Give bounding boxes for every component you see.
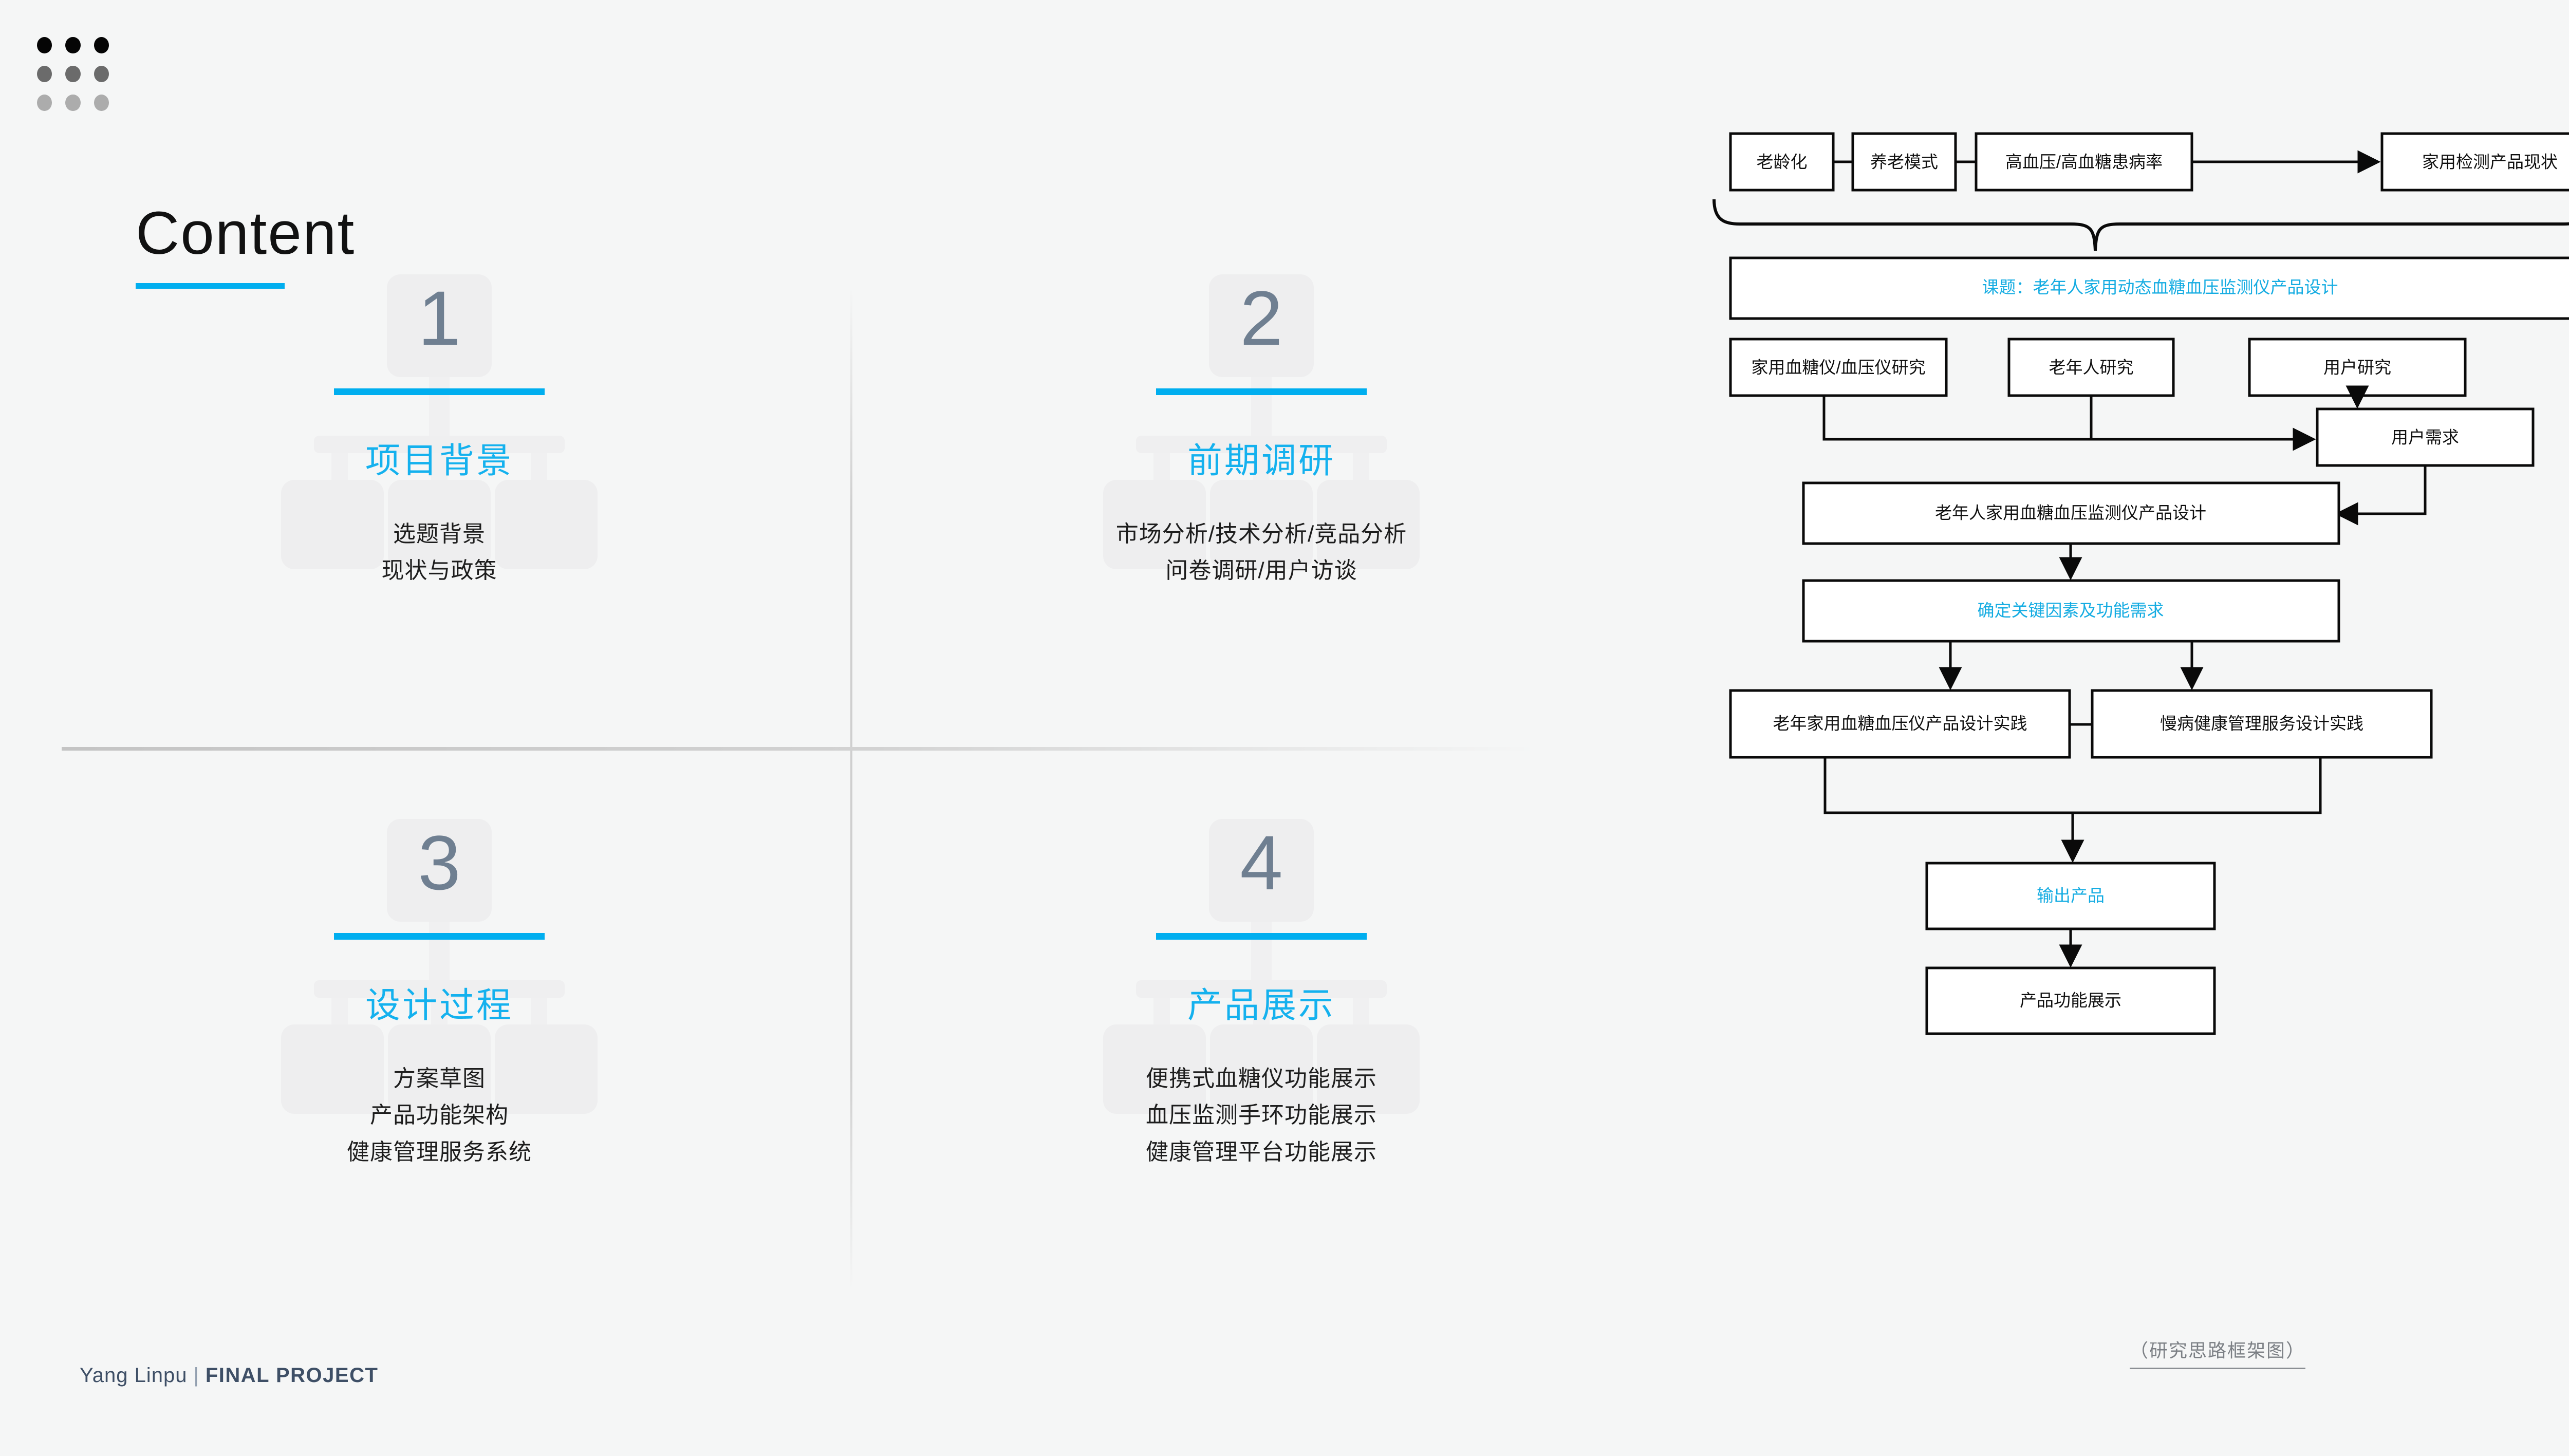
section-title: 设计过程 (365, 986, 513, 1025)
section-item-1[interactable]: 1 项目背景 选题背景 现状与政策 (62, 267, 817, 745)
dot-icon (94, 95, 109, 111)
section-item-3[interactable]: 3 设计过程 方案草图 产品功能架构 健康管理服务系统 (62, 812, 817, 1290)
dot-grid-logo (37, 37, 109, 123)
divider-vertical (850, 288, 852, 1290)
flow-node-elder-care-model: 养老模式 (1870, 153, 1938, 172)
dot-icon (65, 37, 81, 53)
dot-icon (37, 37, 52, 53)
section-item-2[interactable]: 2 前期调研 市场分析/技术分析/竞品分析 问卷调研/用户访谈 (884, 267, 1639, 745)
section-title: 前期调研 (1187, 441, 1335, 480)
flow-node-key-factors: 确定关键因素及功能需求 (1978, 601, 2164, 620)
content-quadrants: 1 项目背景 选题背景 现状与政策 (62, 267, 1562, 1310)
flow-node-user-research: 用户研究 (2323, 358, 2391, 377)
section-bar (334, 388, 545, 395)
logo-row-1 (37, 37, 109, 53)
section-title: 产品展示 (1187, 986, 1335, 1025)
flow-node-user-needs: 用户需求 (2391, 428, 2459, 447)
flow-node-aging: 老龄化 (1757, 153, 1808, 172)
dot-icon (94, 66, 109, 82)
dot-icon (37, 95, 52, 111)
dot-icon (65, 66, 81, 82)
section-subitem: 产品功能架构 (370, 1103, 509, 1128)
section-number: 3 (418, 819, 461, 906)
section-subitem: 市场分析/技术分析/竞品分析 (1115, 521, 1407, 547)
footer-author-block: Yang Linpu| FINAL PROJECT (80, 1364, 378, 1387)
section-title: 项目背景 (365, 441, 513, 480)
flow-node-home-device-status: 家用检测产品现状 (2422, 153, 2558, 172)
section-subitems: 市场分析/技术分析/竞品分析 问卷调研/用户访谈 (884, 516, 1639, 589)
research-framework-flowchart: 老龄化 养老模式 高血压/高血糖患病率 家用检测产品现状 课题：老年人家用动态血… (1711, 123, 2569, 1320)
flow-node-elderly-research: 老年人研究 (2049, 358, 2134, 377)
section-subitem: 便携式血糖仪功能展示 (1146, 1066, 1377, 1091)
flow-node-product-design: 老年人家用血糖血压监测仪产品设计 (1935, 503, 2206, 522)
dot-icon (94, 37, 109, 53)
flow-node-device-research: 家用血糖仪/血压仪研究 (1751, 358, 1925, 377)
section-subitem: 问卷调研/用户访谈 (1165, 558, 1357, 584)
section-bar (334, 933, 545, 940)
flow-node-practice-service: 慢病健康管理服务设计实践 (2160, 714, 2363, 733)
footer-separator: | (193, 1364, 199, 1387)
page-title: Content (136, 199, 356, 267)
flow-node-output-product: 输出产品 (2037, 886, 2105, 905)
section-subitem: 健康管理平台功能展示 (1146, 1139, 1377, 1165)
section-subitem: 现状与政策 (381, 558, 497, 584)
flow-node-topic: 课题：老年人家用动态血糖血压监测仪产品设计 (1982, 278, 2338, 297)
section-number: 4 (1240, 819, 1283, 906)
section-item-4[interactable]: 4 产品展示 便携式血糖仪功能展示 血压监测手环功能展示 健康管理平台功能展示 (884, 812, 1639, 1290)
page-title-block: Content (136, 203, 355, 289)
logo-row-3 (37, 95, 109, 111)
section-bar (1156, 388, 1367, 395)
section-subitem: 选题背景 (393, 521, 486, 547)
flow-node-practice-device: 老年家用血糖血压仪产品设计实践 (1773, 714, 2027, 733)
dot-icon (65, 95, 81, 111)
title-underline (136, 283, 285, 289)
section-number: 1 (418, 275, 461, 361)
footer-author: Yang Linpu (80, 1364, 188, 1387)
section-subitem: 血压监测手环功能展示 (1146, 1103, 1377, 1128)
flow-node-prevalence: 高血压/高血糖患病率 (2005, 153, 2163, 172)
section-subitems: 便携式血糖仪功能展示 血压监测手环功能展示 健康管理平台功能展示 (884, 1060, 1639, 1170)
section-number: 2 (1240, 275, 1283, 361)
flow-node-function-display: 产品功能展示 (2020, 991, 2121, 1010)
flowchart-caption: （研究思路框架图） (2130, 1336, 2306, 1369)
section-subitem: 方案草图 (393, 1066, 486, 1091)
dot-icon (37, 66, 52, 82)
section-subitems: 方案草图 产品功能架构 健康管理服务系统 (62, 1060, 817, 1170)
section-subitems: 选题背景 现状与政策 (62, 516, 817, 589)
section-subitem: 健康管理服务系统 (347, 1139, 532, 1165)
footer-project: FINAL PROJECT (205, 1364, 379, 1387)
section-bar (1156, 933, 1367, 940)
logo-row-2 (37, 66, 109, 82)
divider-horizontal (62, 747, 1536, 751)
